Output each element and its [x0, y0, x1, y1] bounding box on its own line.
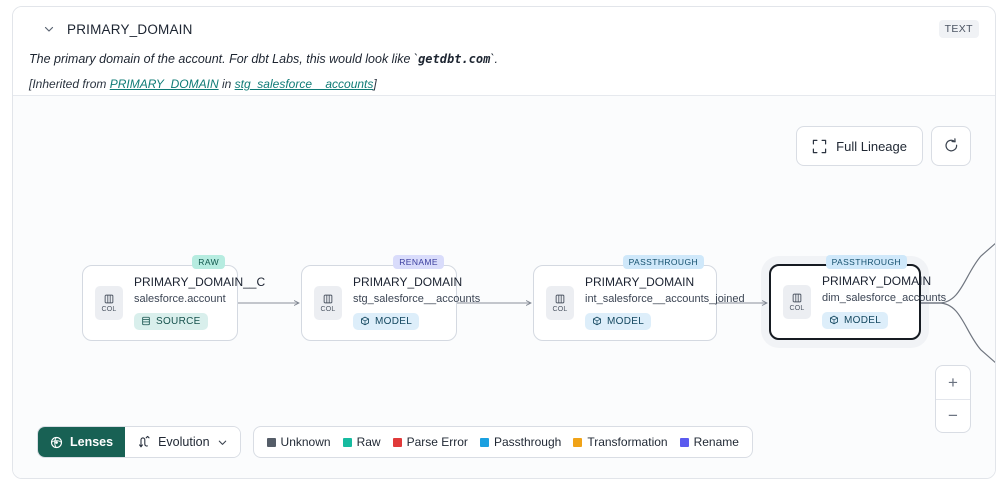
node-tag: PASSTHROUGH: [825, 255, 907, 269]
legend-item: Rename: [679, 435, 739, 449]
node-type-label: MODEL: [375, 315, 413, 327]
expand-icon: [812, 139, 827, 154]
canvas-bottom-toolbar: Lenses Evolution: [37, 426, 753, 458]
description-prefix: The primary domain of the account. For d…: [29, 52, 419, 66]
column-chip: COL: [783, 285, 811, 319]
title-row: PRIMARY_DOMAIN: [29, 19, 979, 39]
column-icon: [104, 294, 114, 304]
cube-icon: [829, 315, 839, 325]
column-detail-panel: PRIMARY_DOMAIN TEXT The primary domain o…: [12, 6, 996, 479]
evolution-icon: [137, 435, 151, 449]
lens-icon: [50, 436, 63, 449]
lineage-node[interactable]: RENAME COL PRIMARY_DOMAIN stg_salesforce…: [301, 255, 481, 341]
column-icon: [323, 294, 333, 304]
node-title: PRIMARY_DOMAIN: [353, 274, 463, 289]
inherited-close: ]: [373, 76, 377, 91]
description-suffix: `.: [490, 52, 498, 66]
lineage-canvas[interactable]: Full Lineage RAW: [13, 95, 995, 478]
cube-icon: [360, 316, 370, 326]
column-chip-label: COL: [101, 306, 117, 313]
chevron-down-icon: [217, 437, 228, 448]
column-chip: COL: [95, 286, 123, 320]
inherited-open: [Inherited from: [29, 76, 110, 91]
canvas-top-controls: Full Lineage: [796, 126, 971, 166]
node-subtitle: salesforce.account: [134, 292, 226, 305]
refresh-icon: [943, 137, 960, 155]
refresh-button[interactable]: [931, 126, 971, 166]
inherited-from-note: [Inherited from PRIMARY_DOMAIN in stg_sa…: [29, 77, 979, 91]
lineage-node[interactable]: PASSTHROUGH COL PRIMARY_DOMAIN int_sales…: [533, 255, 745, 341]
legend-item: Unknown: [266, 435, 331, 449]
column-chip-label: COL: [789, 305, 805, 312]
node-body: PRIMARY_DOMAIN int_salesforce__accounts_…: [585, 274, 745, 331]
database-icon: [141, 316, 151, 326]
lineage-node[interactable]: RAW COL PRIMARY_DOMAIN__C salesforce.acc…: [82, 255, 266, 341]
legend-swatch-transformation: [573, 437, 583, 447]
column-chip: COL: [314, 286, 342, 320]
node-type-pill: MODEL: [822, 311, 889, 329]
page-title: PRIMARY_DOMAIN: [67, 21, 193, 37]
column-chip-label: COL: [320, 306, 336, 313]
node-type-pill: MODEL: [353, 312, 420, 330]
legend-item: Raw: [342, 435, 381, 449]
node-tag: RAW: [192, 255, 225, 269]
column-chip: COL: [546, 286, 574, 320]
node-subtitle: stg_salesforce__accounts: [353, 292, 481, 305]
legend-swatch-rename: [679, 437, 689, 447]
node-title: PRIMARY_DOMAIN: [585, 274, 695, 289]
legend-swatch-parse-error: [392, 437, 402, 447]
legend-item: Transformation: [573, 435, 668, 449]
chevron-down-icon[interactable]: [41, 21, 57, 37]
legend-swatch-passthrough: [479, 437, 489, 447]
zoom-out-button[interactable]: −: [936, 399, 970, 432]
node-subtitle: dim_salesforce_accounts: [822, 291, 947, 304]
node-body: PRIMARY_DOMAIN dim_salesforce_accounts M…: [822, 273, 947, 330]
node-type-label: MODEL: [844, 314, 882, 326]
legend-item: Passthrough: [479, 435, 562, 449]
node-body: PRIMARY_DOMAIN stg_salesforce__accounts …: [353, 274, 481, 331]
node-title: PRIMARY_DOMAIN__C: [134, 274, 266, 289]
legend-label: Rename: [693, 435, 739, 449]
lenses-button[interactable]: Lenses: [38, 427, 126, 457]
inherited-mid: in: [218, 76, 235, 91]
node-type-pill: MODEL: [585, 312, 652, 330]
column-description: The primary domain of the account. For d…: [29, 51, 979, 68]
lineage-node-selected[interactable]: PASSTHROUGH COL PRIMARY_DOMAIN dim_sales…: [769, 255, 947, 340]
full-lineage-label: Full Lineage: [836, 138, 907, 154]
legend-label: Passthrough: [493, 435, 562, 449]
node-tag: PASSTHROUGH: [622, 255, 704, 269]
legend-item: Parse Error: [392, 435, 468, 449]
legend-label: Unknown: [280, 435, 331, 449]
legend-label: Raw: [356, 435, 381, 449]
status-badge: TEXT: [938, 20, 979, 38]
evolution-dropdown[interactable]: Evolution: [125, 427, 240, 457]
legend-label: Parse Error: [406, 435, 468, 449]
legend-swatch-unknown: [266, 437, 276, 447]
inherited-column-link[interactable]: PRIMARY_DOMAIN: [109, 76, 219, 91]
lenses-label: Lenses: [70, 435, 114, 449]
panel-header: PRIMARY_DOMAIN TEXT The primary domain o…: [13, 7, 995, 95]
lenses-evolution-group: Lenses Evolution: [37, 426, 241, 458]
node-type-label: MODEL: [607, 315, 645, 327]
node-body: PRIMARY_DOMAIN__C salesforce.account SOU…: [134, 274, 266, 331]
description-code: getdbt.com: [418, 52, 491, 66]
zoom-in-button[interactable]: +: [948, 372, 958, 392]
evolution-label: Evolution: [158, 435, 210, 449]
legend-label: Transformation: [587, 435, 668, 449]
node-tag: RENAME: [393, 255, 444, 269]
full-lineage-button[interactable]: Full Lineage: [796, 126, 923, 166]
column-icon: [792, 293, 802, 303]
legend-swatch-raw: [342, 437, 352, 447]
node-type-pill: SOURCE: [134, 312, 208, 330]
column-icon: [555, 294, 565, 304]
node-subtitle: int_salesforce__accounts_joined: [585, 292, 745, 305]
cube-icon: [592, 316, 602, 326]
lineage-legend: Unknown Raw Parse Error Passthrough: [252, 426, 753, 458]
node-type-label: SOURCE: [156, 315, 201, 327]
column-chip-label: COL: [552, 306, 568, 313]
zoom-controls: + −: [935, 365, 971, 433]
inherited-model-link[interactable]: stg_salesforce__accounts: [234, 76, 374, 91]
node-title: PRIMARY_DOMAIN: [822, 273, 932, 288]
